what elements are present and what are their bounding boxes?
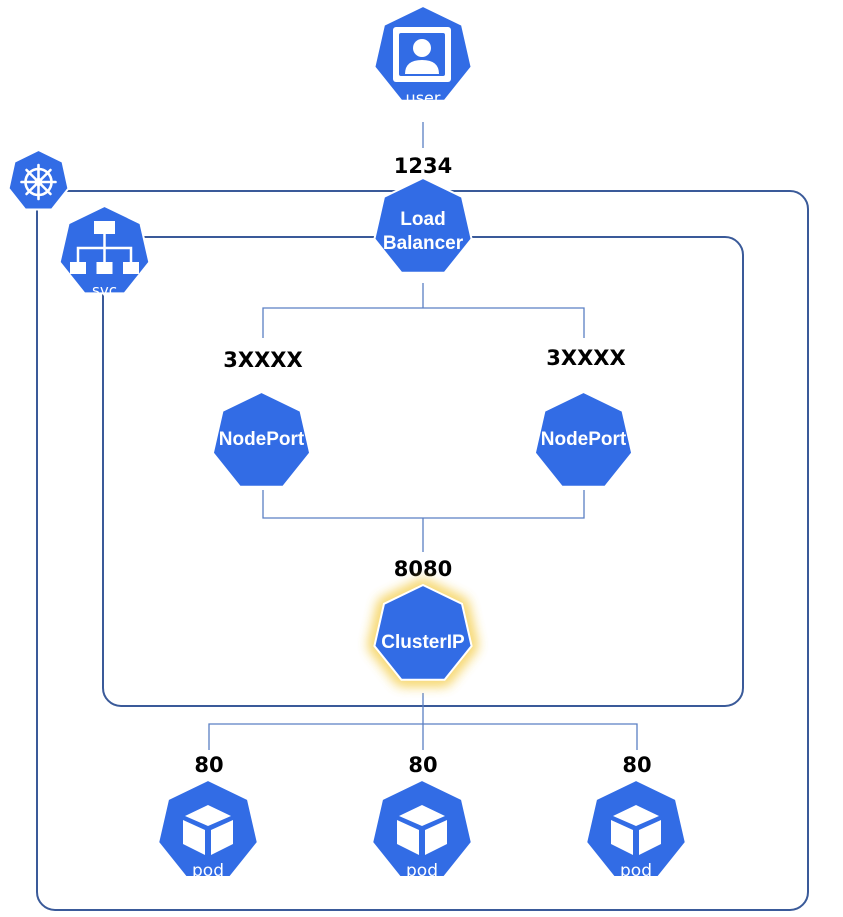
- clusterip-port: 8080: [394, 557, 452, 581]
- load-balancer-label-line1: Load: [400, 209, 445, 230]
- user-label: user: [406, 89, 441, 108]
- kubernetes-helm-icon: [20, 163, 57, 201]
- nodeport-right-node: NodePort: [533, 390, 634, 488]
- pod-port: 80: [194, 753, 223, 777]
- nodeport-left-label: NodePort: [219, 429, 305, 450]
- pod-label: pod: [406, 861, 438, 881]
- user-node: user: [373, 4, 473, 108]
- nodeport-left-port: 3XXXX: [223, 348, 302, 372]
- load-balancer-port: 1234: [394, 154, 452, 178]
- network-tree-icon: [70, 221, 139, 274]
- nodeports-to-clusterip-connector: [262, 490, 585, 519]
- load-balancer-label-line2: Balancer: [383, 233, 464, 254]
- cube-icon: [397, 805, 447, 855]
- nodeport-left-node: NodePort: [211, 390, 312, 488]
- pod-port: 80: [408, 753, 437, 777]
- load-balancer-node: Load Balancer: [373, 176, 473, 274]
- pod-group: 80 80 80 pod pod: [157, 753, 687, 881]
- pod-node: pod: [585, 778, 687, 881]
- clusterip-node: ClusterIP: [369, 580, 477, 685]
- svc-badge: svc: [58, 204, 151, 300]
- user-icon: [393, 27, 451, 82]
- clusterip-label: ClusterIP: [381, 632, 465, 653]
- pod-port: 80: [622, 753, 651, 777]
- kubernetes-cluster-badge: [7, 148, 70, 211]
- nodeport-right-label: NodePort: [541, 429, 627, 450]
- cube-icon: [183, 805, 233, 855]
- pod-node: pod: [371, 778, 473, 881]
- lb-to-nodeports-connector: [262, 307, 585, 338]
- svc-label: svc: [92, 282, 117, 300]
- pod-node: pod: [157, 778, 259, 881]
- pod-label: pod: [620, 861, 652, 881]
- connectors: [208, 122, 638, 750]
- nodeport-right-port: 3XXXX: [546, 346, 625, 370]
- pod-label: pod: [192, 861, 224, 881]
- cube-icon: [611, 805, 661, 855]
